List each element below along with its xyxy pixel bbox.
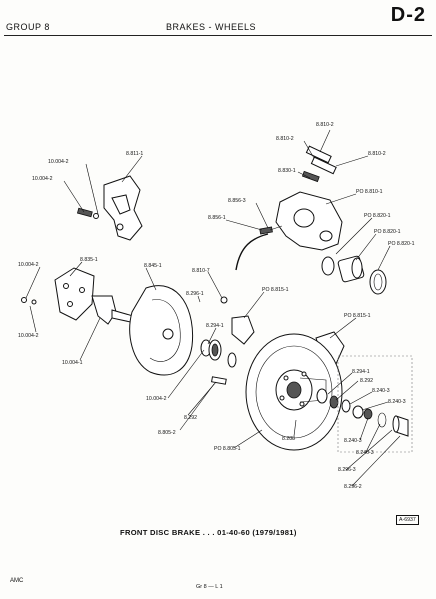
callout-8-296-3: 8.296-3 — [338, 467, 356, 473]
diagram-caption: FRONT DISC BRAKE . . . 01-40-60 (1979/19… — [120, 528, 297, 537]
callout-8-296-1: 8.296-1 — [186, 291, 204, 297]
callout-8-811-1: 8.811-1 — [126, 151, 143, 157]
callout-8-835-1: 8.835-1 — [80, 257, 98, 263]
caliper-bracket — [76, 175, 143, 241]
callout-10-004-2-e: 10.004-2 — [146, 396, 167, 402]
brake-hose — [235, 225, 283, 271]
callout-po-8-820-1-b: PO 8.820-1 — [374, 229, 401, 235]
callout-8-240-3-c: 8.240-3 — [344, 438, 362, 444]
callout-8-292-b: 8.292 — [184, 415, 197, 421]
brand-footer: AMC — [10, 578, 24, 584]
reference-code: A-6937 — [396, 515, 419, 525]
callout-8-294-1-b: 8.294-1 — [352, 369, 370, 375]
splash-shield — [129, 285, 194, 376]
group-title: GROUP 8 — [6, 22, 50, 32]
brake-pads-top — [301, 145, 337, 183]
leader-lines — [25, 129, 401, 487]
part-callouts: 8.810-2 8.810-2 8.810-2 8.830-1 8.811-1 … — [18, 122, 415, 490]
callout-8-810-2-a: 8.810-2 — [316, 122, 334, 128]
brake-rotor — [245, 333, 343, 451]
callout-8-240-3-d: 8.240-3 — [356, 450, 374, 456]
page-code-footer: Gr 8 — L 1 — [196, 584, 223, 590]
callout-8-294-1-a: 8.294-1 — [206, 323, 224, 329]
header-rule — [4, 35, 432, 36]
callout-8-830-1: 8.830-1 — [278, 168, 296, 174]
piston-and-seals — [321, 255, 387, 295]
callout-8-296-2: 8.296-2 — [344, 484, 362, 490]
callout-8-240-3-a: 8.240-3 — [372, 388, 390, 394]
wheel-stud — [211, 376, 227, 385]
caliper — [275, 191, 343, 251]
callout-8-288: 8.288 — [282, 436, 295, 442]
callout-po-8-820-1-a: PO 8.820-1 — [364, 213, 391, 219]
callout-10-004-2-c: 10.004-2 — [18, 262, 39, 268]
steering-knuckle — [21, 267, 141, 325]
callout-8-292-a: 8.292 — [360, 378, 373, 384]
callout-10-004-1: 10.004-1 — [62, 360, 83, 366]
section-title: BRAKES - WHEELS — [166, 22, 257, 32]
callout-8-805-2: 8.805-2 — [158, 430, 176, 436]
callout-po-8-815-1-a: PO 8.815-1 — [262, 287, 289, 293]
callout-8-856-1: 8.856-1 — [208, 215, 226, 221]
callout-10-004-2-b: 10.004-2 — [32, 176, 53, 182]
callout-po-8-815-1-b: PO 8.815-1 — [344, 313, 371, 319]
callout-8-810-2-c: 8.810-2 — [368, 151, 386, 157]
page-header: GROUP 8 BRAKES - WHEELS D-2 — [0, 0, 436, 34]
callout-10-004-2-d: 10.004-2 — [18, 333, 39, 339]
inner-bearing — [200, 296, 237, 368]
callout-8-810-2-b: 8.810-2 — [276, 136, 294, 142]
callout-8-856-3: 8.856-3 — [228, 198, 246, 204]
page-number: D-2 — [390, 4, 426, 26]
outer-bearing-stack — [316, 388, 409, 437]
callout-po-8-810-1: PO 8.810-1 — [356, 189, 383, 195]
callout-8-845-1: 8.845-1 — [144, 263, 162, 269]
callout-po-8-805-1: PO 8.805-1 — [214, 446, 241, 452]
callout-8-240-3-b: 8.240-3 — [388, 399, 406, 405]
callout-po-8-820-1-c: PO 8.820-1 — [388, 241, 415, 247]
callout-8-810-7: 8.810-7 — [192, 268, 210, 274]
callout-10-004-2-a: 10.004-2 — [48, 159, 69, 165]
